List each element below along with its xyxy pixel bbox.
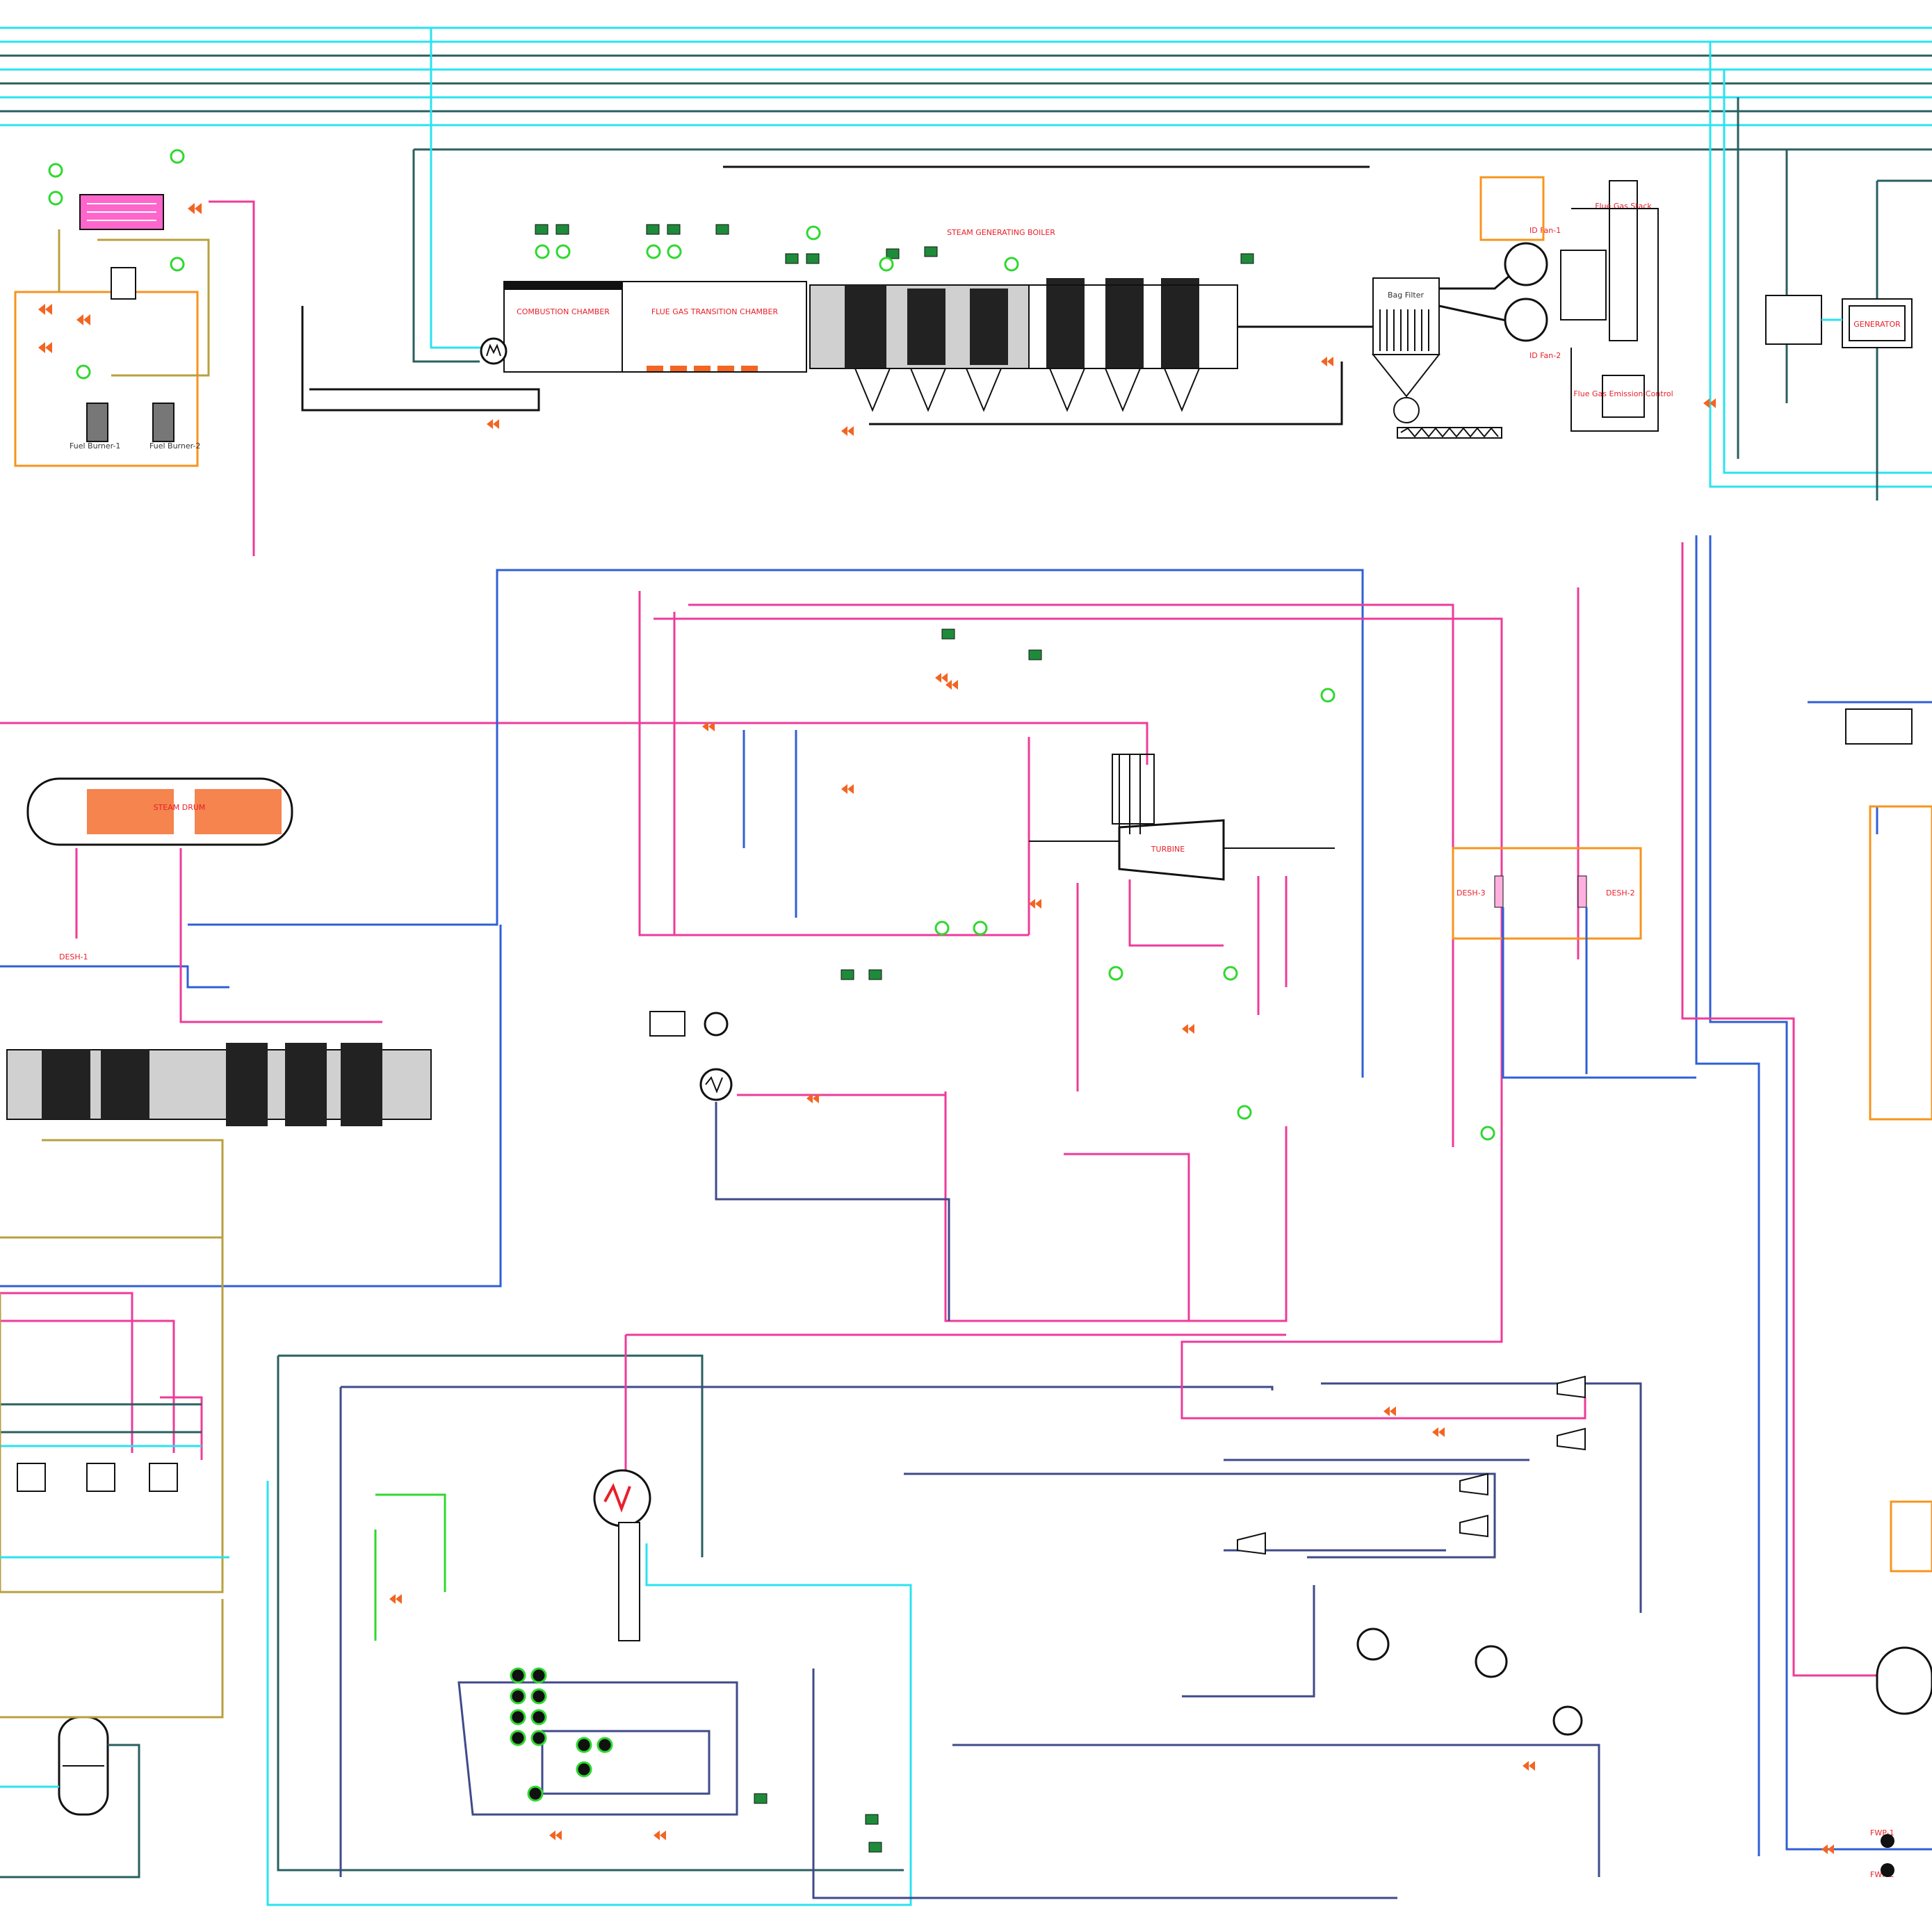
generator-section: GENERATOR: [1765, 149, 1932, 501]
pump-icon[interactable]: [1237, 1375, 1586, 1555]
valve-icon[interactable]: [38, 203, 202, 353]
right-edge-section: FWP-1 FWP-2: [1627, 535, 1932, 1879]
flue-gas-stack-label: Flue Gas Stack: [1595, 202, 1652, 211]
desh-2-label: DESH-2: [1606, 888, 1635, 898]
turbine-label: TURBINE: [1151, 845, 1185, 854]
id-fan-2-label: ID Fan-2: [1529, 351, 1561, 360]
svg-text:DESH-1: DESH-1: [59, 952, 88, 961]
svg-text:STEAM DRUM: STEAM DRUM: [154, 803, 206, 812]
fuel-burner-1-label: Fuel Burner-1: [70, 441, 120, 450]
svg-text:TURBINE: TURBINE: [1151, 845, 1185, 854]
pump-icon[interactable]: [649, 1011, 729, 1037]
heat-exchanger-icon[interactable]: [1356, 1627, 1583, 1736]
lower-left-heaters: [0, 1140, 229, 1878]
svg-text:Bag Filter: Bag Filter: [1388, 291, 1424, 300]
desh-3-label: DESH-3: [1456, 888, 1486, 898]
steam-drum-section: STEAM DRUM DESH-1: [0, 569, 1364, 1288]
screw-conveyor-icon: [1397, 427, 1502, 439]
svg-text:DESH-3: DESH-3: [1456, 888, 1486, 898]
turbine-section: TURBINE DESH-3 DESH-2: [638, 587, 1642, 1359]
cyclone-hopper-icon: [854, 368, 1201, 412]
svg-text:COMBUSTION CHAMBER: COMBUSTION CHAMBER: [517, 307, 610, 316]
steam-drum-label: STEAM DRUM: [154, 803, 206, 812]
bag-filter-label: Bag Filter: [1388, 291, 1424, 300]
svg-text:STEAM GENERATING BOILER: STEAM GENERATING BOILER: [947, 228, 1055, 237]
flue-gas-transition-label: FLUE GAS TRANSITION CHAMBER: [651, 307, 779, 316]
control-valves[interactable]: [389, 357, 1834, 1854]
fan-icon[interactable]: [1504, 242, 1548, 342]
svg-text:GENERATOR: GENERATOR: [1853, 320, 1901, 329]
instrument-bubble-icon[interactable]: [48, 149, 185, 380]
steam-generating-boiler-label: STEAM GENERATING BOILER: [947, 228, 1055, 237]
generator-label: GENERATOR: [1853, 320, 1901, 329]
desh-1-label: DESH-1: [59, 952, 88, 961]
fuel-burner-section: Fuel Burner-1 Fuel Burner-2: [14, 149, 255, 556]
svg-text:Fuel Burner-2: Fuel Burner-2: [149, 441, 200, 450]
pump-icon[interactable]: [1881, 1834, 1894, 1877]
svg-text:DESH-2: DESH-2: [1606, 888, 1635, 898]
instrument-bubbles[interactable]: [510, 224, 1495, 1853]
svg-text:ID Fan-2: ID Fan-2: [1529, 351, 1561, 360]
id-fan-1-label: ID Fan-1: [1529, 226, 1561, 235]
flue-gas-emission-control-label: Flue Gas Emission Control: [1573, 389, 1673, 398]
header-utility-lines: [0, 26, 1932, 488]
fuel-burner-2-label: Fuel Burner-2: [149, 441, 200, 450]
svg-text:Flue Gas Emission Control: Flue Gas Emission Control: [1573, 389, 1673, 398]
combustion-chamber-label: COMBUSTION CHAMBER: [517, 307, 610, 316]
svg-text:ID Fan-1: ID Fan-1: [1529, 226, 1561, 235]
lower-right-section: [952, 1359, 1642, 1877]
svg-text:Flue Gas Stack: Flue Gas Stack: [1595, 202, 1652, 211]
boiler-train: COMBUSTION CHAMBER FLUE GAS TRANSITION C…: [301, 165, 1673, 439]
condenser-section: [266, 1333, 1496, 1906]
motor-icon[interactable]: [480, 337, 508, 365]
heat-exchanger-icon[interactable]: [699, 1068, 733, 1101]
svg-text:Fuel Burner-1: Fuel Burner-1: [70, 441, 120, 450]
svg-text:FLUE GAS TRANSITION CHAMBER: FLUE GAS TRANSITION CHAMBER: [651, 307, 779, 316]
